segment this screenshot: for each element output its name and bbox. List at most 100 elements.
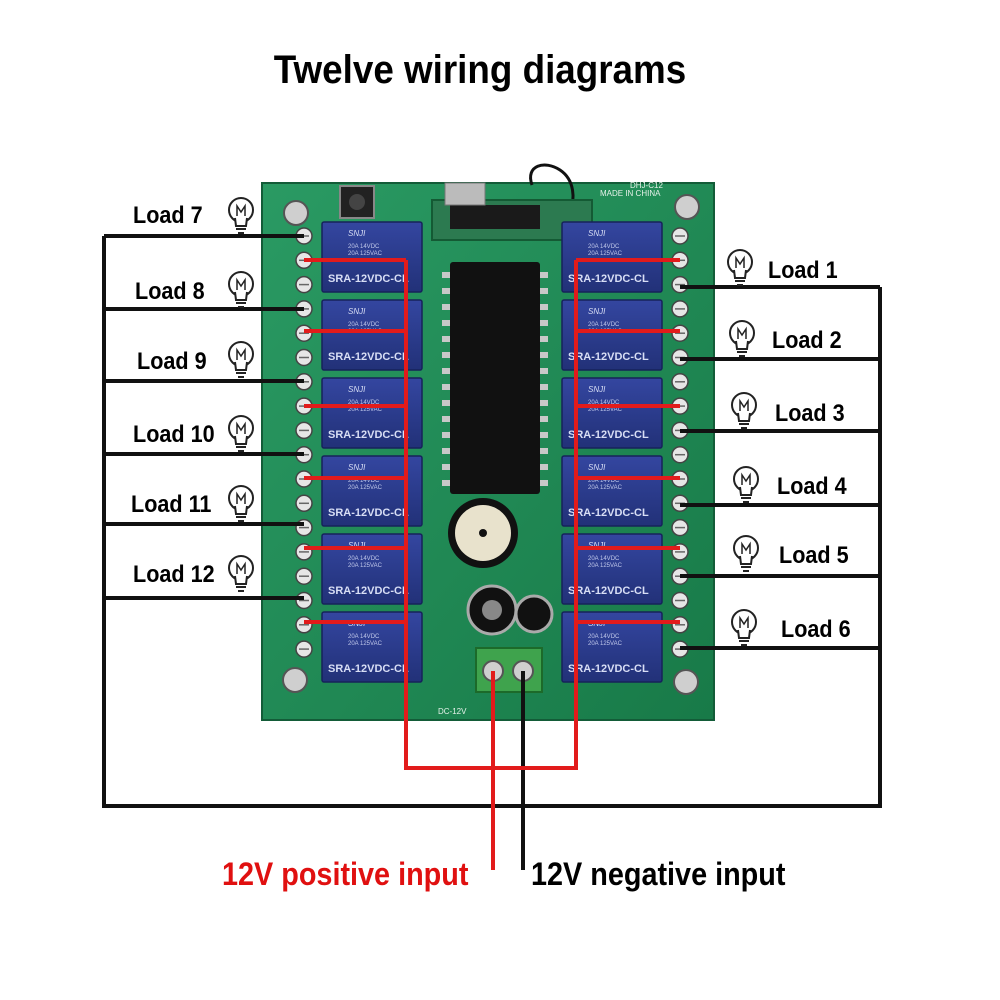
light-bulb-icon — [727, 249, 753, 286]
screw-terminal-icon — [671, 591, 689, 610]
chip-pin — [540, 432, 548, 438]
load-label-4: Load 4 — [777, 473, 847, 500]
chip-pin — [540, 400, 548, 406]
dc-label: DC-12V — [438, 707, 467, 716]
relay-rating: 20A 125VAC — [588, 563, 623, 569]
chip-pin — [442, 368, 450, 374]
relay-rating: 20A 14VDC — [588, 322, 620, 328]
relay-body — [561, 455, 663, 527]
relay-marking: SRA-12VDC-CL — [568, 585, 649, 597]
relay-marking: SRA-12VDC-CL — [568, 273, 649, 285]
relay-brand: SNJI — [588, 307, 606, 316]
relay-marking: SRA-12VDC-CL — [328, 429, 409, 441]
screw-terminal-icon — [671, 373, 689, 391]
screw-terminal-icon — [295, 421, 313, 440]
relay-rating: 20A 125VAC — [348, 563, 383, 569]
relay-brand: SNJI — [348, 307, 366, 316]
load-label-6: Load 6 — [781, 616, 851, 643]
chip-pin — [442, 384, 450, 390]
made-in-label: MADE IN CHINA — [600, 189, 661, 198]
relay-brand: SNJI — [348, 229, 366, 238]
relay-brand: SNJI — [588, 385, 606, 394]
chip-pin — [442, 352, 450, 358]
relay-rating: 20A 14VDC — [348, 400, 380, 406]
relay-marking: SRA-12VDC-CL — [328, 273, 409, 285]
light-bulb-icon — [729, 320, 755, 357]
relay-marking: SRA-12VDC-CL — [328, 585, 409, 597]
relay-brand: SNJI — [588, 463, 606, 472]
chip-pin — [442, 416, 450, 422]
light-bulb-icon — [228, 271, 254, 308]
relay-rating: 20A 125VAC — [588, 407, 623, 413]
relay-rating: 20A 14VDC — [348, 322, 380, 328]
bulbs — [228, 197, 759, 646]
screw-terminal-icon — [295, 640, 313, 658]
relay-rating: 20A 14VDC — [348, 244, 380, 250]
positive-input-label: 12V positive input — [222, 856, 469, 892]
relay-brand: SNJI — [348, 463, 366, 472]
relay-marking: SRA-12VDC-CL — [568, 351, 649, 363]
mounting-screw-icon — [282, 194, 700, 695]
relay-rating: 20A 14VDC — [348, 478, 380, 484]
chip-pin — [442, 400, 450, 406]
relay-marking: SRA-12VDC-CL — [328, 663, 409, 675]
load-label-10: Load 10 — [133, 421, 215, 448]
chip-pin — [442, 464, 450, 470]
load-label-1: Load 1 — [768, 257, 838, 284]
chip-pin — [540, 288, 548, 294]
relay-rating: 20A 14VDC — [348, 634, 380, 640]
screw-terminal-icon — [671, 445, 689, 464]
chip-pin — [442, 288, 450, 294]
chip-pins — [442, 272, 548, 486]
capacitor-small — [514, 594, 554, 634]
relay-brand: SNJI — [588, 229, 606, 238]
relay-rating: 20A 125VAC — [588, 485, 623, 491]
relay-body — [561, 221, 663, 293]
screw-terminal-icon — [671, 300, 689, 318]
page-title: Twelve wiring diagrams — [273, 48, 687, 92]
screw-terminal-icon — [295, 616, 313, 634]
relay-body — [321, 533, 423, 605]
load-label-7: Load 7 — [133, 202, 203, 229]
relay-rating: 20A 125VAC — [348, 251, 383, 257]
relay-rating: 20A 14VDC — [588, 556, 620, 562]
relay-rating: 20A 14VDC — [588, 478, 620, 484]
red-wires — [304, 258, 680, 870]
light-bulb-icon — [228, 197, 254, 234]
light-bulb-icon — [228, 415, 254, 452]
chip-pin — [442, 272, 450, 278]
relay-body — [561, 299, 663, 371]
screw-terminal-icon — [671, 518, 689, 537]
light-bulb-icon — [228, 341, 254, 378]
light-bulb-icon — [731, 392, 757, 429]
chip-pin — [442, 320, 450, 326]
chip-pin — [540, 336, 548, 342]
chip-pin — [540, 368, 548, 374]
relay-body — [561, 533, 663, 605]
load-label-2: Load 2 — [772, 327, 842, 354]
screw-terminal-icon — [295, 494, 313, 513]
load-label-8: Load 8 — [135, 278, 205, 305]
relay-body — [321, 299, 423, 371]
relay-body — [561, 377, 663, 449]
chip-pin — [442, 448, 450, 454]
chip-pin — [540, 304, 548, 310]
chip-pin — [540, 480, 548, 486]
relay-rating: 20A 14VDC — [588, 634, 620, 640]
light-bulb-icon — [731, 609, 757, 646]
chip-pin — [442, 304, 450, 310]
relay-body — [321, 221, 423, 293]
chip-pin — [540, 272, 548, 278]
relay-marking: SRA-12VDC-CL — [568, 663, 649, 675]
screw-terminal-icon — [295, 591, 313, 610]
relay-brand: SNJI — [588, 541, 606, 550]
chip-pin — [540, 320, 548, 326]
